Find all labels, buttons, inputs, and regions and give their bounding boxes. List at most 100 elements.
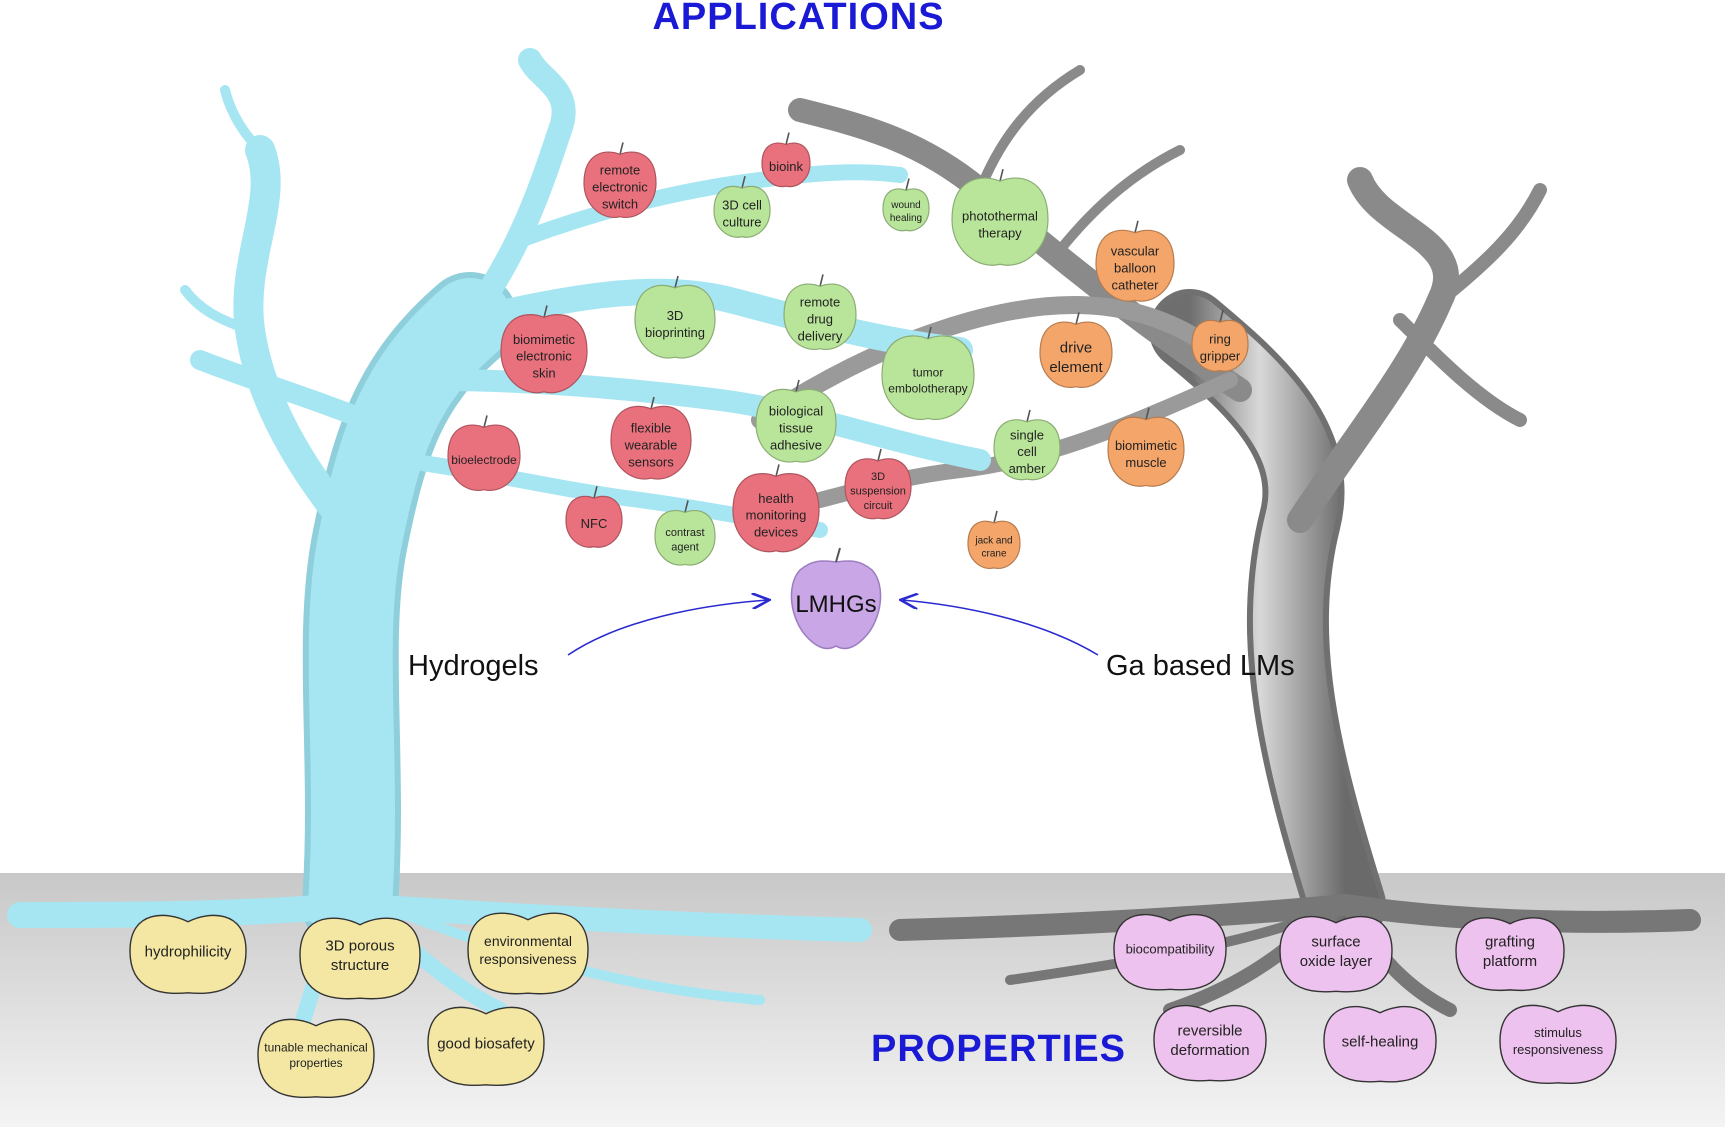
- property-bean: reversible deformation: [1153, 1005, 1267, 1082]
- property-bean: stimulus responsiveness: [1499, 1004, 1617, 1084]
- application-text: adhesive: [770, 437, 822, 452]
- applications-title: APPLICATIONS: [652, 0, 945, 38]
- bean-shape: [1455, 917, 1565, 992]
- bean-shape: [427, 1006, 545, 1086]
- application-text: single: [1010, 427, 1044, 442]
- application-text: NFC: [581, 516, 608, 531]
- lmhgs-label: LMHGs: [795, 591, 876, 618]
- apple-stem: [927, 326, 932, 340]
- apple-stem: [619, 142, 624, 155]
- application-apple: remote electronic switch: [583, 142, 657, 219]
- property-text: grafting: [1485, 934, 1535, 951]
- application-text: tumor: [913, 366, 944, 380]
- application-text: wearable: [624, 438, 678, 453]
- application-text: cell: [1017, 444, 1037, 459]
- arrow-from-ga-lms: [902, 600, 1099, 656]
- property-text: responsiveness: [479, 951, 576, 967]
- application-text: switch: [602, 196, 638, 211]
- arrow-from-hydrogels: [567, 600, 768, 656]
- property-text: properties: [289, 1056, 342, 1070]
- application-text: health: [758, 491, 793, 506]
- properties-layer: hydrophilicity 3D porous structure environm…: [129, 912, 1617, 1098]
- bean-shape: [257, 1018, 375, 1098]
- property-text: environmental: [484, 933, 572, 949]
- application-text: electronic: [592, 179, 648, 194]
- apple-stem: [877, 448, 882, 462]
- apple-shape: [881, 335, 975, 421]
- apple-stem: [741, 176, 746, 189]
- application-apple: health monitoring devices: [732, 464, 820, 553]
- property-bean: self-healing: [1323, 1006, 1437, 1083]
- apple-stem: [1145, 407, 1150, 420]
- hydrogels-label: Hydrogels: [408, 650, 539, 682]
- apple-stem: [684, 500, 689, 513]
- property-bean: biocompatibility: [1113, 914, 1227, 991]
- application-text: bioprinting: [645, 325, 705, 340]
- property-text: self-healing: [1342, 1033, 1419, 1050]
- apple-stem: [593, 486, 598, 499]
- property-text: biocompatibility: [1126, 942, 1215, 957]
- apple-shape: [1095, 229, 1175, 302]
- apple-shape: [783, 283, 857, 351]
- bean-shape: [299, 917, 421, 1000]
- application-text: devices: [754, 525, 799, 540]
- application-text: therapy: [978, 225, 1022, 240]
- application-text: flexible: [631, 421, 671, 436]
- apple-stem: [785, 132, 790, 145]
- apple-shape: [844, 458, 912, 520]
- apple-shape: [634, 284, 716, 359]
- application-text: drug: [807, 311, 833, 326]
- application-text: monitoring: [746, 508, 807, 523]
- application-text: photothermal: [962, 209, 1038, 224]
- application-text: 3D: [667, 308, 684, 323]
- application-text: jack and: [974, 535, 1012, 546]
- apple-shape: [565, 495, 623, 548]
- application-text: bioelectrode: [451, 453, 517, 467]
- apple-stem: [775, 464, 780, 477]
- application-text: ring: [1209, 332, 1231, 347]
- application-text: remote: [600, 162, 640, 177]
- apple-shape: [761, 142, 811, 188]
- apple-stem: [650, 396, 655, 410]
- application-text: element: [1049, 359, 1103, 376]
- bean-shape: [1499, 1004, 1617, 1084]
- property-text: reversible: [1177, 1023, 1242, 1040]
- apple-stem: [1075, 312, 1080, 325]
- property-text: 3D porous: [325, 938, 394, 955]
- property-text: structure: [331, 957, 389, 974]
- bean-shape: [1113, 914, 1227, 991]
- apple-stem: [674, 275, 679, 289]
- application-text: biomimetic: [1115, 438, 1178, 453]
- property-text: deformation: [1170, 1042, 1249, 1059]
- property-bean: environmental responsiveness: [467, 912, 589, 995]
- ga-lm-tree: [751, 65, 1701, 1017]
- property-text: hydrophilicity: [145, 943, 232, 960]
- property-text: responsiveness: [1513, 1042, 1604, 1057]
- bean-shape: [467, 912, 589, 995]
- application-text: skin: [532, 366, 555, 381]
- apple-shape: [610, 405, 692, 480]
- property-bean: 3D porous structure: [299, 917, 421, 1000]
- apple-shape: [583, 151, 657, 219]
- property-text: stimulus: [1534, 1025, 1582, 1040]
- application-text: crane: [981, 548, 1006, 559]
- apple-shape: [654, 509, 716, 566]
- application-text: biological: [769, 404, 823, 419]
- application-text: tissue: [779, 421, 813, 436]
